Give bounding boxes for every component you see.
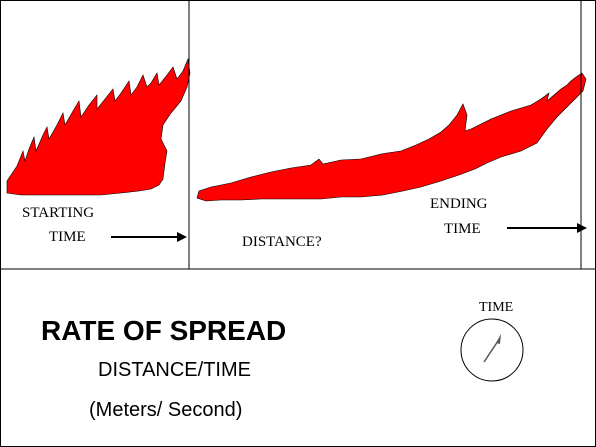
gauge-time-label: TIME	[479, 300, 514, 315]
starting-arrow-icon	[111, 232, 187, 242]
ending-time-label-line2: TIME	[444, 221, 481, 237]
units-text: (Meters/ Second)	[89, 399, 243, 421]
slide-title: RATE OF SPREAD	[41, 315, 287, 346]
formula-text: DISTANCE/TIME	[98, 359, 251, 381]
starting-time-label-line2: TIME	[49, 229, 86, 245]
starting-time-label-line1: STARTING	[22, 205, 95, 221]
ending-arrow-icon	[507, 223, 587, 233]
flame-left-icon	[6, 57, 191, 196]
stopwatch-icon	[460, 318, 524, 382]
ending-time-label-line1: ENDING	[430, 196, 488, 212]
distance-label: DISTANCE?	[242, 234, 322, 250]
flame-right-icon	[196, 72, 587, 202]
